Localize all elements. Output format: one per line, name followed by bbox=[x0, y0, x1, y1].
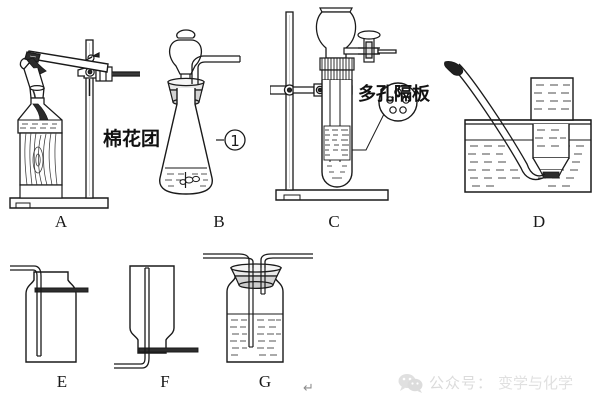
figure-g-svg bbox=[199, 253, 313, 363]
figure-e-gas-jar-upright bbox=[8, 258, 104, 373]
porous-plate-label: 多孔隔板 bbox=[358, 84, 430, 105]
figure-a-heated-test-tube bbox=[0, 38, 160, 213]
figure-b-svg: 1 bbox=[159, 29, 246, 195]
figure-c-svg bbox=[269, 7, 418, 201]
circled-one-number: 1 bbox=[230, 132, 240, 150]
figure-caption-a: A bbox=[54, 212, 68, 231]
figure-b-conical-flask: 1 bbox=[158, 22, 278, 214]
watermark-prefix: 公众号： bbox=[429, 374, 494, 392]
figure-caption-f: F bbox=[160, 372, 170, 391]
cotton-ball-label: 棉花团 bbox=[103, 128, 161, 150]
watermark-account: 变学与化学 bbox=[498, 374, 574, 392]
wechat-icon bbox=[398, 373, 423, 393]
figure-caption-g: G bbox=[258, 372, 272, 391]
figure-d-svg bbox=[444, 61, 592, 193]
figure-e-svg bbox=[10, 265, 89, 363]
figure-c-test-tube-generator bbox=[269, 2, 440, 214]
figure-d-pneumatic-trough bbox=[443, 60, 607, 215]
figure-g-gas-washing-bottle bbox=[199, 252, 321, 374]
figure-caption-b: B bbox=[213, 212, 225, 231]
figure-caption-e: E bbox=[56, 372, 68, 391]
watermark: 公众号： 变学与化学 bbox=[398, 372, 573, 393]
figure-f-svg bbox=[114, 265, 199, 369]
figure-a-svg bbox=[9, 39, 140, 209]
figure-f-gas-jar-inverted bbox=[112, 258, 212, 373]
figure-caption-d: D bbox=[532, 212, 546, 231]
figure-caption-c: C bbox=[328, 212, 340, 231]
return-mark: ↵ bbox=[303, 381, 314, 396]
